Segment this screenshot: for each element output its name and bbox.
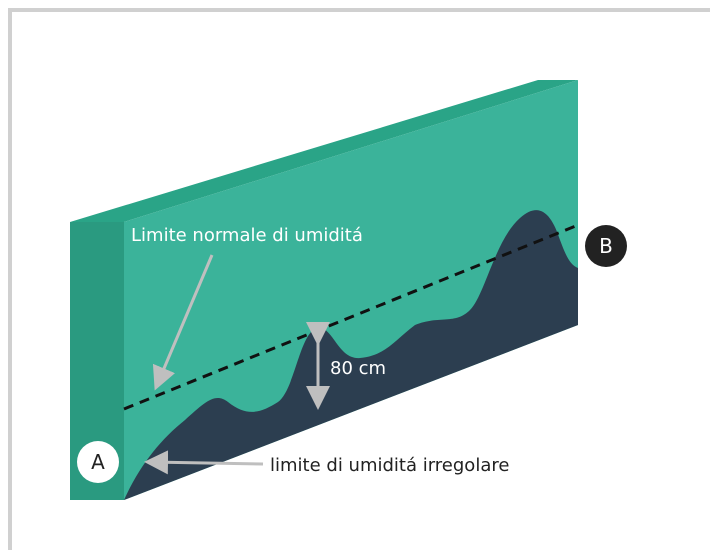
normal-limit-arrow (152, 254, 214, 391)
point-b-marker (585, 225, 627, 267)
normal-limit-line (123, 223, 579, 411)
wall-side-face (70, 222, 124, 500)
irregular-limit-label: limite di umiditá irregolare (270, 455, 509, 476)
point-a-marker (77, 441, 119, 483)
point-a-label: A (91, 450, 105, 474)
outer-border (8, 8, 710, 550)
wall-top-face (70, 80, 578, 222)
normal-limit-label: Limite normale di umiditá (131, 225, 363, 246)
height-label: 80 cm (330, 358, 386, 379)
irregular-limit-arrow (144, 450, 264, 475)
point-b-label: B (599, 234, 613, 258)
wall-front-face (124, 80, 578, 500)
moisture-region (124, 210, 578, 500)
